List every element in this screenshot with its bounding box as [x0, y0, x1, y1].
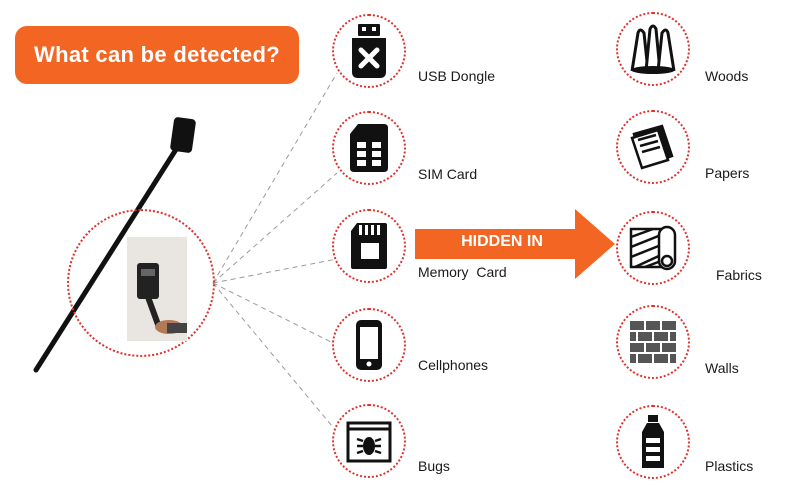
device-label-usb: USB Dongle	[418, 68, 496, 84]
title-banner: What can be detected?	[15, 26, 299, 84]
device-label-bugs: Bugs	[418, 458, 450, 474]
material-label-fabrics: Fabrics	[716, 267, 762, 283]
sim-card-icon	[332, 111, 406, 185]
memory-card-icon	[332, 209, 406, 283]
usb-dongle-icon	[332, 14, 406, 88]
detector-closeup-circle	[67, 209, 215, 357]
material-label-walls: Walls	[705, 360, 739, 376]
hidden-in-arrow-icon	[415, 209, 615, 279]
device-label-sim: SIM Card	[418, 166, 478, 182]
material-label-plastics: Plastics	[705, 458, 754, 474]
device-label-cellphones: Cellphones	[418, 357, 489, 373]
fabric-roll-icon	[616, 211, 690, 285]
wood-logs-icon	[616, 12, 690, 86]
material-label-papers: Papers	[705, 165, 750, 181]
cellphone-icon	[332, 308, 406, 382]
hidden-in-label: HIDDEN IN	[461, 233, 543, 250]
brick-wall-icon	[616, 305, 690, 379]
papers-icon	[616, 110, 690, 184]
plastic-bottle-icon	[616, 405, 690, 479]
material-label-woods: Woods	[705, 68, 749, 84]
bug-icon	[332, 404, 406, 478]
device-label-memory-card: Memory Card	[418, 264, 507, 280]
detector-closeup-photo	[127, 237, 187, 341]
